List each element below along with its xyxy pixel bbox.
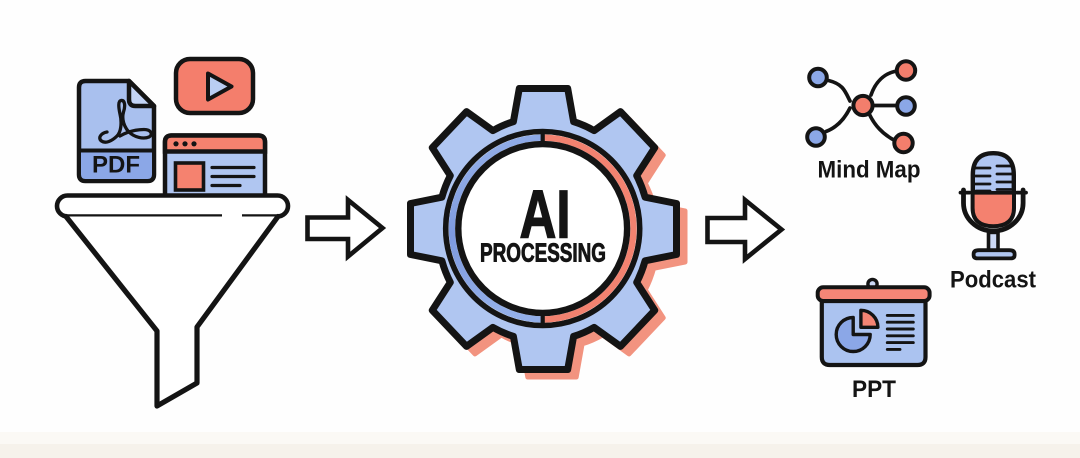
svg-text:PDF: PDF xyxy=(92,152,140,179)
svg-text:PROCESSING: PROCESSING xyxy=(480,238,606,268)
svg-text:PPT: PPT xyxy=(852,376,896,403)
svg-text:Mind Map: Mind Map xyxy=(818,157,921,184)
svg-text:Podcast: Podcast xyxy=(950,267,1036,294)
svg-text:AI: AI xyxy=(520,177,571,253)
